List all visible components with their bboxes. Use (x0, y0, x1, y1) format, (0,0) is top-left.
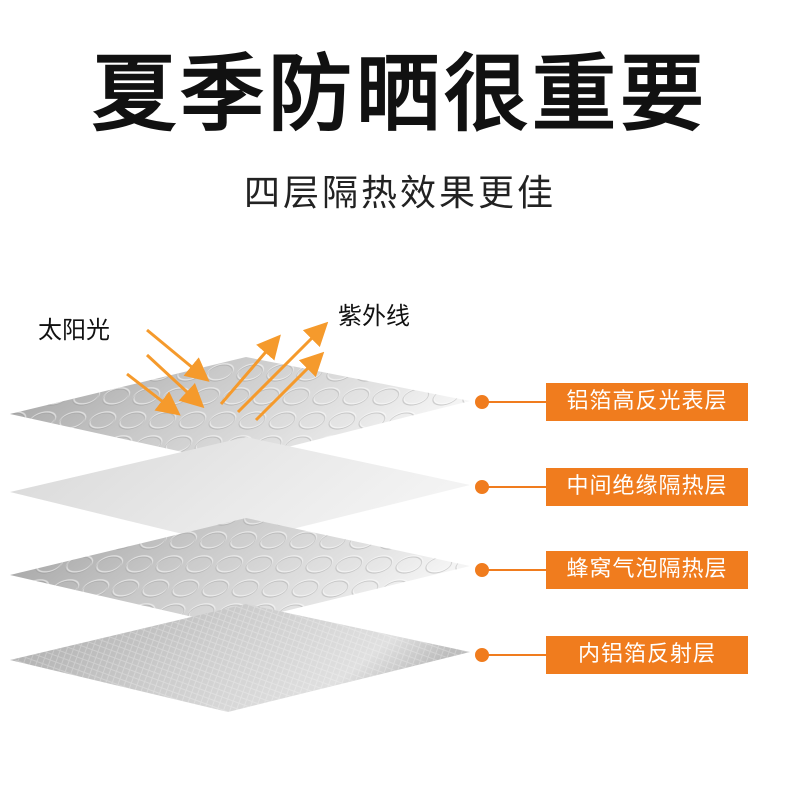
uv-arrow (254, 351, 325, 422)
connector-dot (475, 480, 489, 494)
layer-label-foil-surface: 铝箔高反光表层 (546, 383, 748, 421)
layer-honeycomb-bubble (10, 518, 470, 625)
uv-arrow (236, 321, 329, 414)
layer-middle-insulation (10, 437, 470, 545)
connector-dot (475, 395, 489, 409)
sunlight-arrows (126, 328, 210, 416)
uv-arrow (219, 334, 281, 405)
sunlight-label: 太阳光 (38, 316, 110, 344)
uv-arrows (219, 321, 329, 422)
main-title: 夏季防晒很重要 (91, 45, 708, 143)
subtitle: 四层隔热效果更佳 (243, 173, 556, 214)
layer-label-middle-insulation: 中间绝缘隔热层 (546, 468, 748, 506)
connector-dot (475, 648, 489, 662)
sunlight-arrow (146, 328, 210, 382)
layer-inner-foil (10, 604, 470, 712)
connectors (475, 395, 546, 662)
sunlight-arrow (126, 372, 181, 416)
layer-label-honeycomb-bubble: 蜂窝气泡隔热层 (546, 551, 748, 589)
sunlight-arrow (145, 353, 205, 409)
uv-label: 紫外线 (338, 302, 410, 330)
connector-dot (475, 563, 489, 577)
layer-label-inner-foil: 内铝箔反射层 (546, 636, 748, 674)
